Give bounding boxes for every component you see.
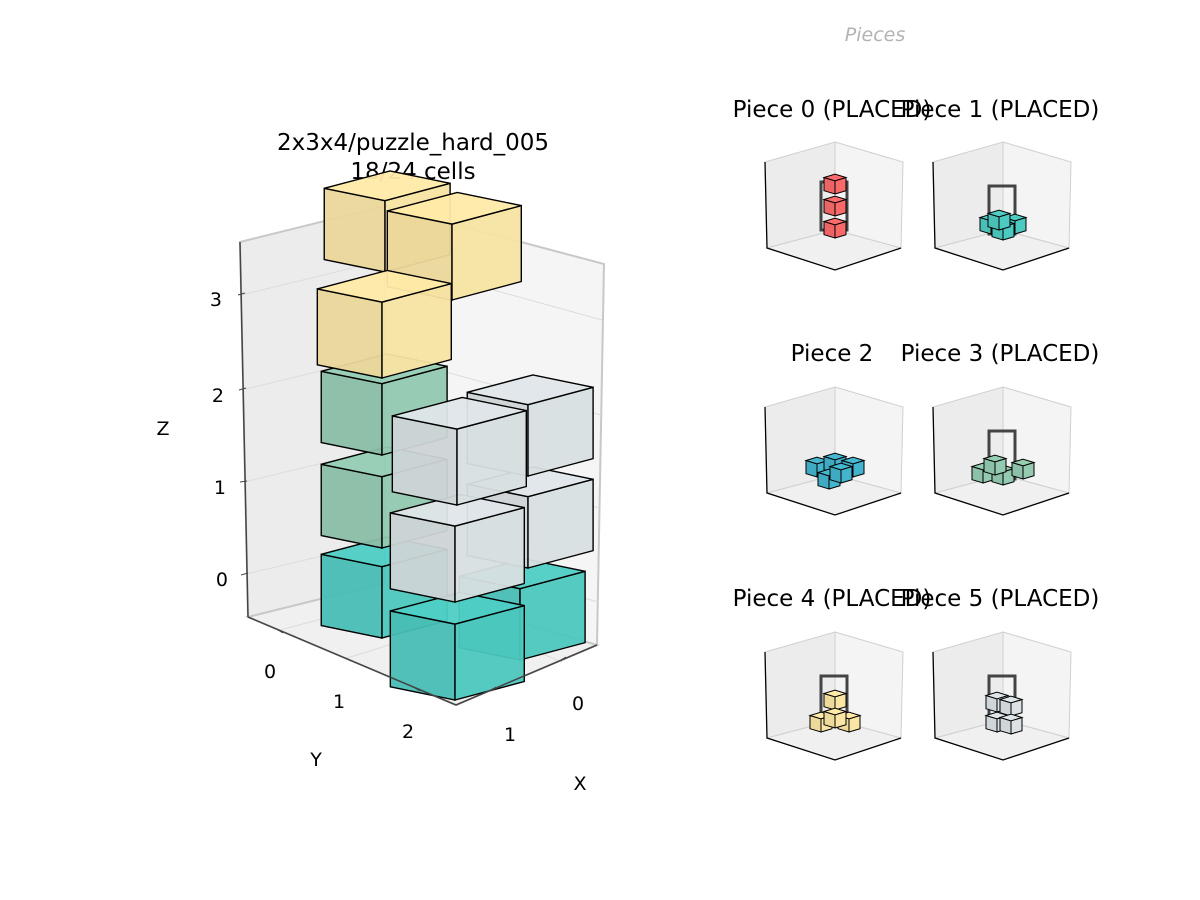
x-tick-0: 0 bbox=[572, 693, 584, 715]
piece-3-cube-2 bbox=[1010, 458, 1036, 480]
piece-2-cube-4 bbox=[828, 462, 854, 484]
piece-4-cube-2-t bbox=[822, 689, 848, 698]
piece-1-cube-3-t bbox=[986, 209, 1012, 218]
piece-1-title: Piece 1 (PLACED) bbox=[901, 97, 1100, 123]
piece-1-axes bbox=[932, 161, 1070, 271]
piece-0-cube-1 bbox=[822, 195, 848, 217]
x-axis-label: X bbox=[573, 773, 586, 795]
pieces-header: Pieces bbox=[845, 24, 906, 46]
piece-2-cube-1-t bbox=[822, 452, 848, 461]
cube-butter-right-face-top bbox=[387, 191, 522, 225]
piece-0-cube-2-t bbox=[822, 173, 848, 182]
cube-grey-l2-front bbox=[391, 396, 527, 506]
piece-2-cube-3 bbox=[816, 468, 842, 490]
cube-butter-front-face-top bbox=[317, 269, 452, 303]
cube-butter-front-face-left bbox=[316, 288, 383, 379]
cube-grey-l1-front bbox=[389, 493, 525, 603]
piece-4-thumbnail bbox=[764, 631, 904, 761]
piece-4-title: Piece 4 (PLACED) bbox=[733, 586, 932, 612]
piece-4-cube-3-t bbox=[822, 707, 848, 716]
piece-5-cube-0-t bbox=[984, 691, 1010, 700]
piece-0-thumbnail bbox=[764, 141, 904, 271]
piece-1-cube-3 bbox=[986, 209, 1012, 231]
cube-mint-l1-face-left bbox=[320, 463, 383, 549]
piece-5-cube-3-t bbox=[998, 713, 1024, 722]
cube-grey-l2-front-face-left bbox=[391, 415, 458, 506]
piece-5-thumbnail bbox=[932, 631, 1072, 761]
cube-turq-front-face-left bbox=[389, 610, 456, 701]
y-tick-2: 2 bbox=[402, 721, 414, 743]
z-axis-label: Z bbox=[156, 418, 169, 440]
piece-panels: Piece 0 (PLACED) Piece 1 (PLACED) Piece … bbox=[733, 97, 1100, 761]
piece-5-cube-1-t bbox=[998, 695, 1024, 704]
piece-3-cube-2-t bbox=[1010, 458, 1036, 467]
z-axis-line bbox=[239, 241, 249, 618]
cube-butter-back-face-top bbox=[324, 170, 451, 202]
y-tick-1: 1 bbox=[333, 691, 345, 713]
piece-2-axes bbox=[764, 406, 902, 516]
main-title-line1: 2x3x4/puzzle_hard_005 bbox=[277, 130, 549, 156]
piece-5-cube-1 bbox=[998, 695, 1024, 717]
cube-turq-front bbox=[389, 591, 525, 701]
y-tick-0: 0 bbox=[264, 661, 276, 683]
piece-0-cube-2 bbox=[822, 173, 848, 195]
piece-4-cube-2 bbox=[822, 689, 848, 711]
cube-mint-l2-face-left bbox=[320, 370, 383, 456]
z-tick-2: 2 bbox=[212, 385, 224, 407]
x-ticks: 0 1 bbox=[490, 656, 584, 746]
cube-butter-front bbox=[316, 269, 452, 379]
y-ticks: 0 1 2 bbox=[264, 629, 421, 743]
piece-3-cube-3-t bbox=[982, 454, 1008, 463]
cube-turq-back-face-left bbox=[320, 553, 383, 639]
cube-grey-l1-front-face-left bbox=[389, 512, 456, 603]
piece-4-cube-3 bbox=[822, 707, 848, 729]
z-ticks: 0 1 2 3 bbox=[210, 289, 249, 591]
piece-2-cube-2-t bbox=[840, 456, 866, 465]
cube-grey-l2-back-face-top bbox=[467, 374, 594, 406]
cube-butter-back-face-left bbox=[323, 187, 386, 273]
piece-1-thumbnail bbox=[932, 141, 1072, 271]
piece-5-title: Piece 5 (PLACED) bbox=[901, 586, 1100, 612]
z-tick-3: 3 bbox=[210, 289, 222, 311]
piece-2-cube-4-t bbox=[828, 462, 854, 471]
piece-4-axes bbox=[764, 651, 902, 761]
cube-grey-l2-front-face-top bbox=[392, 396, 527, 430]
piece-3-axes bbox=[932, 406, 1070, 516]
piece-2-thumbnail bbox=[764, 386, 904, 516]
piece-3-cube-3 bbox=[982, 454, 1008, 476]
piece-0-title: Piece 0 (PLACED) bbox=[733, 97, 932, 123]
main-3d-plot: 2x3x4/puzzle_hard_005 18/24 cells bbox=[156, 130, 606, 795]
x-axis-line bbox=[455, 644, 598, 706]
piece-5-cube-3 bbox=[998, 713, 1024, 735]
piece-2-title: Piece 2 bbox=[791, 341, 874, 367]
z-tick-1: 1 bbox=[214, 477, 226, 499]
piece-5-axes bbox=[932, 651, 1070, 761]
piece-0-cube-0-t bbox=[822, 217, 848, 226]
y-axis-line bbox=[247, 616, 457, 706]
y-axis-label: Y bbox=[309, 749, 322, 771]
x-tick-1: 1 bbox=[504, 724, 516, 746]
piece-0-axes bbox=[764, 161, 902, 271]
piece-3-thumbnail bbox=[932, 386, 1072, 516]
placed-cubes bbox=[316, 170, 594, 701]
piece-0-cube-1-t bbox=[822, 195, 848, 204]
piece-0-cube-0 bbox=[822, 217, 848, 239]
z-tick-0: 0 bbox=[216, 569, 228, 591]
piece-3-title: Piece 3 (PLACED) bbox=[901, 341, 1100, 367]
